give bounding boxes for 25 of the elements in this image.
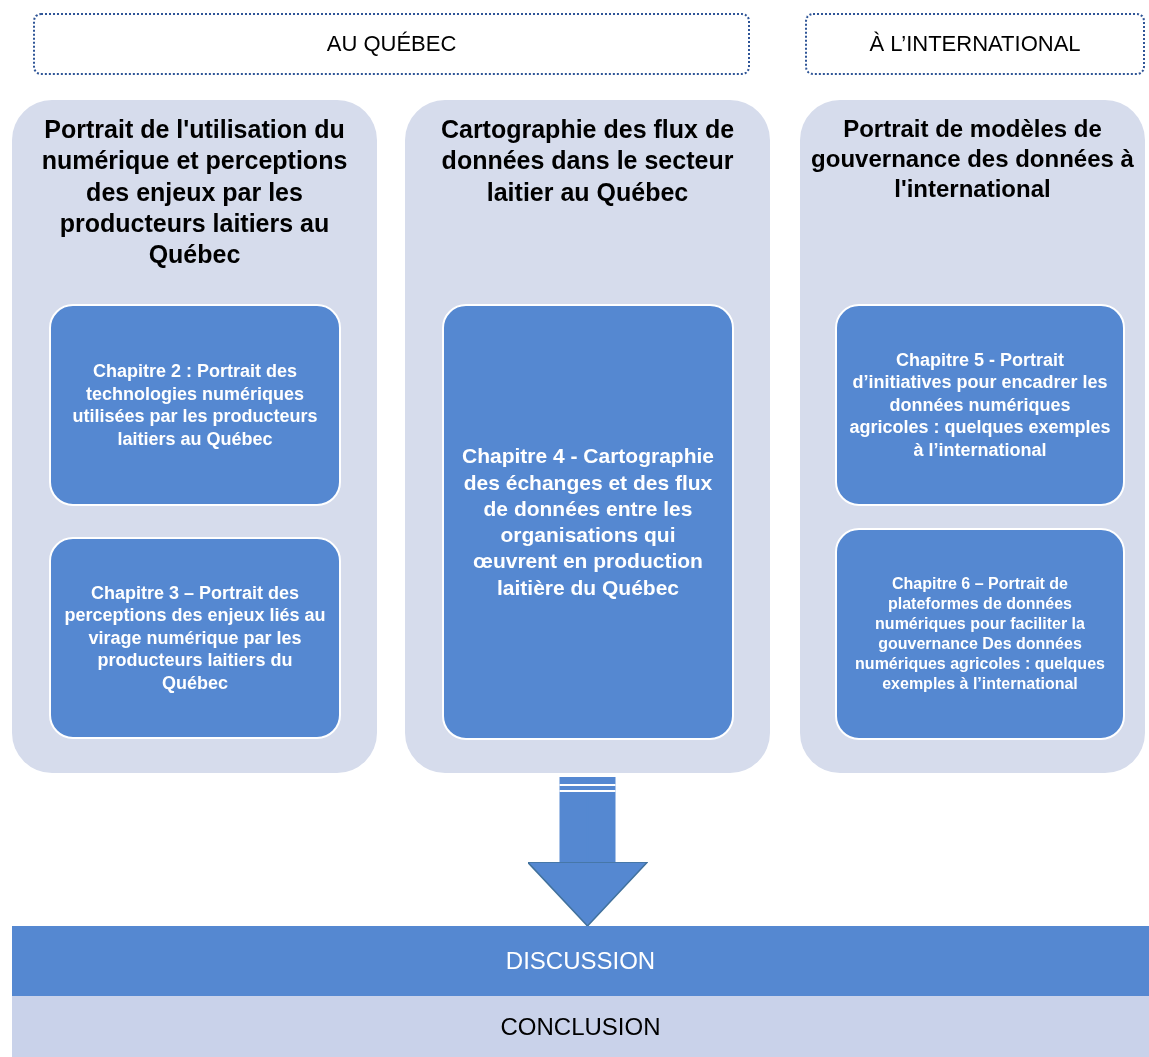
block-arrow [526,776,649,927]
column-title: Portrait de l'utilisation du numérique et perceptions des enjeux par les producteurs laitiers au Québec [40,114,349,270]
scope-box [33,13,750,75]
band-label: DISCUSSION [505,946,656,976]
chapter-title: Chapitre 4 - Cartographie des échanges et des flux de données entre les organisations qui œuvrent en production laitière du Québec [460,443,715,601]
chapter-box [835,304,1125,506]
scope-title: AU QUÉBEC [326,30,457,58]
discussion-band [12,926,1149,996]
conclusion-band [12,996,1149,1057]
chapter-title: Chapitre 6 – Portrait de plateformes de données numériques pour faciliter la gouvernance Des données numériques agricoles : quelques exemples à l’international [854,574,1106,694]
chapter-title: Chapitre 3 – Portrait des perceptions des enjeux liés au virage numérique par les producteurs laitiers du Québec [63,581,327,695]
column-panel [405,100,770,773]
scope-box [805,13,1145,75]
chapter-box [49,537,341,739]
chapter-box [835,528,1125,740]
band-label: CONCLUSION [500,1011,661,1042]
scope-title: À L’INTERNATIONAL [869,30,1081,58]
column-panel [800,100,1145,773]
column-title: Cartographie des flux de données dans le secteur laitier au Québec [439,114,736,208]
chapter-title: Chapitre 5 - Portrait d’initiatives pour encadrer les données numériques agricoles : quelques exemples à l’international [849,348,1111,462]
column-panel [12,100,377,773]
chapter-box [49,304,341,506]
chapter-box [442,304,734,740]
chapter-title: Chapitre 2 : Portrait des technologies numériques utilisées par les producteurs laitiers au Québec [71,360,319,450]
column-title: Portrait de modèles de gouvernance des données à l'international [810,114,1135,204]
